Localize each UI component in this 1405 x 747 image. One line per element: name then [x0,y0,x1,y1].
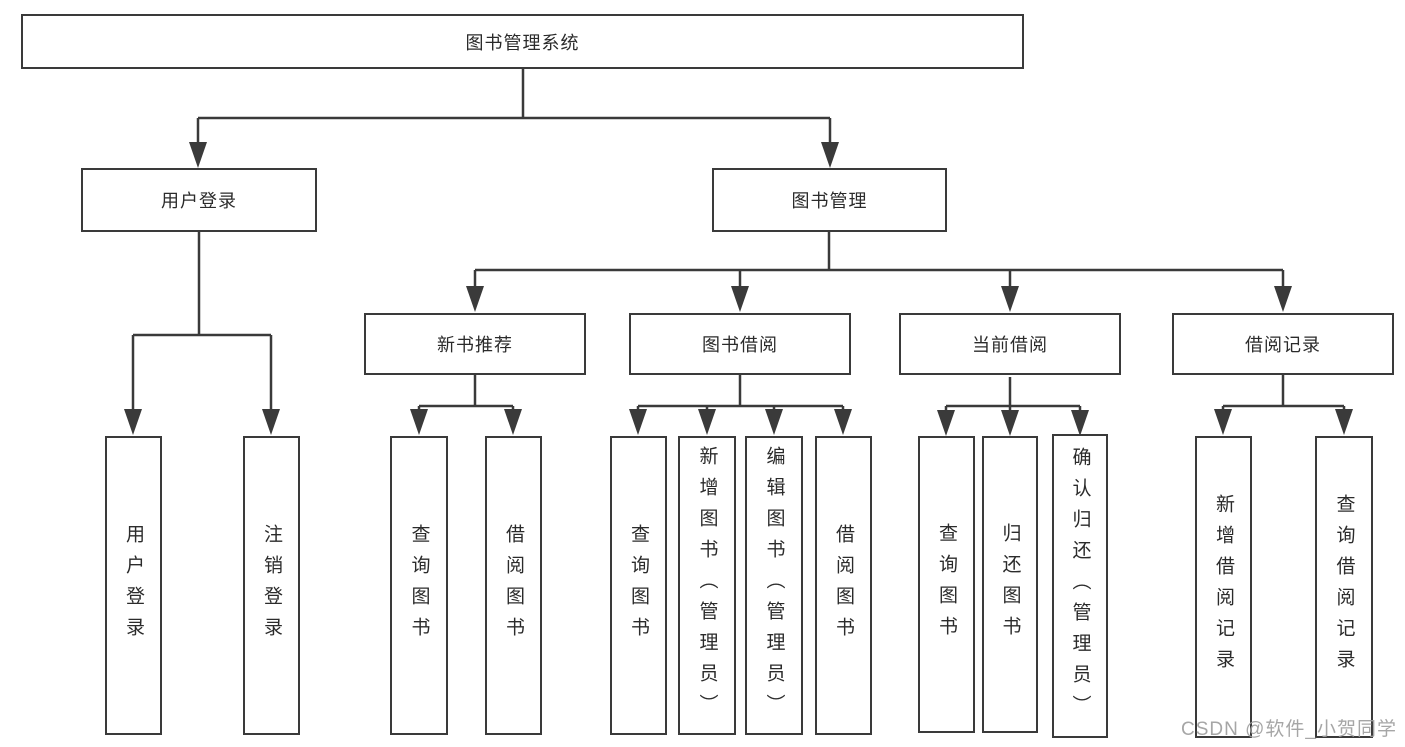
node-label: 用户登录 [161,191,237,211]
node-borrowing-records: 借阅记录 [1172,313,1394,375]
leaf-query-books-current: 查询图书 [918,436,975,733]
csdn-watermark: CSDN @软件_小贺同学 [1181,719,1397,740]
leaf-label: 归还图书 [999,522,1021,647]
leaf-label: 查询图书 [628,523,649,648]
leaf-label: 借阅图书 [503,523,524,648]
leaf-label: 查询图书 [936,522,957,647]
leaf-label: 借阅图书 [833,523,854,648]
node-label: 图书管理 [791,191,868,211]
leaf-edit-books-admin: 编辑图书（管理员） [745,436,803,735]
node-label: 图书借阅 [702,335,778,355]
node-user-login: 用户登录 [81,168,317,232]
leaf-logout: 注销登录 [243,436,300,735]
node-book-management: 图书管理 [712,168,947,232]
leaf-borrow-books: 借阅图书 [815,436,872,735]
leaf-user-login: 用户登录 [105,436,162,735]
leaf-label: 查询借阅记录 [1333,494,1355,680]
node-label: 当前借阅 [972,335,1048,355]
leaf-label: 新增图书（管理员） [696,446,718,725]
leaf-add-borrow-record: 新增借阅记录 [1195,436,1252,738]
leaf-label: 用户登录 [123,523,144,648]
leaf-label: 新增借阅记录 [1213,494,1234,680]
leaf-label: 查询图书 [408,523,430,648]
leaf-label: 编辑图书（管理员） [763,446,785,725]
node-book-borrowing: 图书借阅 [629,313,851,375]
leaf-query-books-borrow: 查询图书 [610,436,667,735]
node-library-management-system: 图书管理系统 [21,14,1024,69]
leaf-add-books-admin: 新增图书（管理员） [678,436,736,735]
node-current-borrowing: 当前借阅 [899,313,1121,375]
node-label: 借阅记录 [1245,335,1321,355]
leaf-query-borrow-record: 查询借阅记录 [1315,436,1373,738]
leaf-query-books-recommend: 查询图书 [390,436,448,735]
leaf-confirm-return-admin: 确认归还（管理员） [1052,434,1108,738]
leaf-label: 注销登录 [261,523,282,648]
leaf-return-books: 归还图书 [982,436,1038,733]
node-label: 图书管理系统 [465,32,580,53]
leaf-label: 确认归还（管理员） [1069,446,1091,726]
leaf-borrow-books-recommend: 借阅图书 [485,436,542,735]
node-label: 新书推荐 [437,335,513,355]
node-new-book-recommendation: 新书推荐 [364,313,586,375]
